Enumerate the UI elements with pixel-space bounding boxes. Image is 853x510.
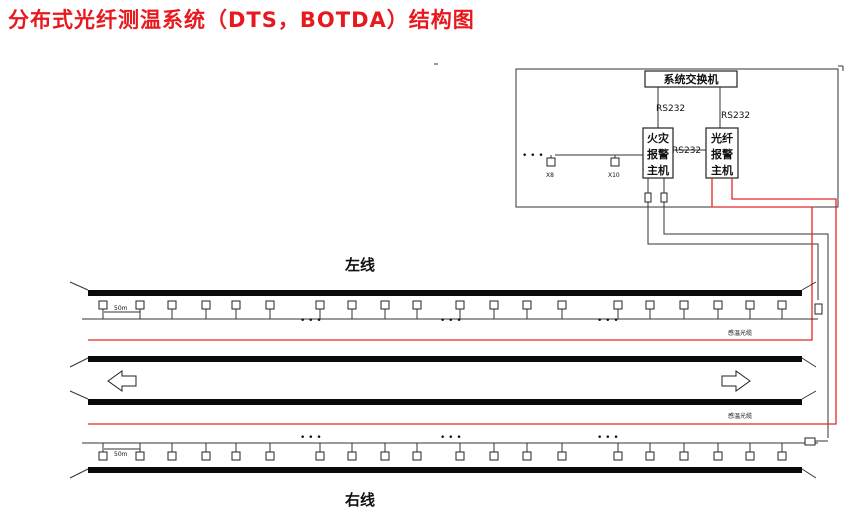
spacing-label: 50m xyxy=(114,451,128,458)
tunnel-edge xyxy=(801,390,817,400)
detector-icon xyxy=(135,300,145,310)
detector-icon xyxy=(489,300,499,310)
ellipsis: • • • xyxy=(597,433,619,443)
detector-icon xyxy=(679,451,689,461)
detector-icon xyxy=(455,451,465,461)
lower-tunnel-bottom-rail xyxy=(88,467,802,473)
detector-icon xyxy=(315,300,325,310)
detector-icon xyxy=(645,300,655,310)
detector-icon xyxy=(347,451,357,461)
tunnel-edge xyxy=(801,281,817,291)
upper-fiber-label: 感温光缆 xyxy=(728,329,752,337)
detector-label: X10 xyxy=(608,172,620,179)
fire-alarm-host-label: 火灾 xyxy=(647,131,670,145)
fire-alarm-host-label: 报警 xyxy=(647,147,669,161)
detector-icon xyxy=(745,451,755,461)
detector-icon xyxy=(265,300,275,310)
detector-icon xyxy=(412,300,422,310)
signal-wire xyxy=(663,202,829,438)
detector-icon xyxy=(645,451,655,461)
left-direction-arrow xyxy=(107,370,137,392)
detector-icon xyxy=(98,451,108,461)
right-lane-label: 右线 xyxy=(345,491,375,509)
lower-detector-group: • • • • • • • • • xyxy=(98,433,787,461)
system-switch-box xyxy=(644,70,738,88)
lower-tunnel-top-rail xyxy=(88,399,802,405)
detector-icon xyxy=(745,300,755,310)
detector-icon xyxy=(546,157,556,167)
detector-icon xyxy=(380,451,390,461)
tunnel-edge xyxy=(801,357,817,368)
system-switch-label: 系统交换机 xyxy=(664,72,719,86)
tunnel-edge xyxy=(69,357,89,368)
left-lane-label: 左线 xyxy=(344,256,375,274)
upper-tunnel-bottom-rail xyxy=(88,356,802,362)
upper-connector xyxy=(814,303,823,315)
ellipsis: • • • xyxy=(440,316,462,326)
detector-icon xyxy=(777,300,787,310)
detector-icon xyxy=(679,300,689,310)
spacing-label: 50m xyxy=(114,305,128,312)
ellipsis: • • • xyxy=(597,316,619,326)
detector-icon xyxy=(347,300,357,310)
detector-icon xyxy=(201,300,211,310)
right-direction-arrow xyxy=(721,370,751,392)
lower-connector xyxy=(804,437,816,446)
fiber-alarm-host-label: 光纤 xyxy=(710,131,733,145)
detector-icon xyxy=(613,451,623,461)
page-title: 分布式光纤测温系统（DTS，BOTDA）结构图 xyxy=(8,8,475,32)
ellipsis: • • • xyxy=(300,433,322,443)
rs232-label: RS232 xyxy=(721,111,750,121)
rs232-label: RS232 xyxy=(656,104,685,114)
fire-alarm-host-box xyxy=(642,127,674,179)
detector-icon xyxy=(201,451,211,461)
detector-label: X8 xyxy=(546,172,554,179)
detector-icon xyxy=(135,451,145,461)
fiber-alarm-host-label: 报警 xyxy=(711,147,733,161)
tunnel-edge xyxy=(69,468,89,479)
rs232-label: RS232 xyxy=(672,146,701,156)
detector-icon xyxy=(412,451,422,461)
tunnel-edge xyxy=(801,468,817,479)
tunnel-edge xyxy=(69,281,89,291)
detector-icon xyxy=(231,451,241,461)
fiber-line xyxy=(88,178,837,425)
detector-icon xyxy=(713,300,723,310)
connector-block xyxy=(660,192,668,203)
detector-icon xyxy=(455,300,465,310)
upper-tunnel-top-rail xyxy=(88,290,802,296)
connector-block xyxy=(644,192,652,203)
detector-icon xyxy=(231,300,241,310)
signal-wire xyxy=(647,202,819,300)
upper-detector-group: • • • • • • • • • xyxy=(98,300,787,326)
detector-icon xyxy=(167,451,177,461)
control-room-box xyxy=(515,68,839,208)
ellipsis: • • • xyxy=(300,316,322,326)
fiber-alarm-host-label: 主机 xyxy=(711,163,733,177)
detector-icon xyxy=(167,300,177,310)
fiber-alarm-host-box xyxy=(705,127,739,179)
fire-alarm-host-label: 主机 xyxy=(647,163,669,177)
detector-icon xyxy=(489,451,499,461)
detector-icon xyxy=(613,300,623,310)
detector-icon xyxy=(380,300,390,310)
ellipsis: • • • xyxy=(522,151,544,161)
detector-icon xyxy=(315,451,325,461)
lower-fiber-label: 感温光缆 xyxy=(728,412,752,420)
tunnel-edge xyxy=(69,390,89,400)
detector-icon xyxy=(522,300,532,310)
detector-icon xyxy=(713,451,723,461)
fiber-line xyxy=(88,178,813,341)
detector-icon xyxy=(557,300,567,310)
detector-icon xyxy=(522,451,532,461)
ellipsis: • • • xyxy=(440,433,462,443)
detector-icon xyxy=(557,451,567,461)
detector-icon xyxy=(777,451,787,461)
detector-icon xyxy=(610,157,620,167)
detector-icon xyxy=(265,451,275,461)
detector-icon xyxy=(98,300,108,310)
